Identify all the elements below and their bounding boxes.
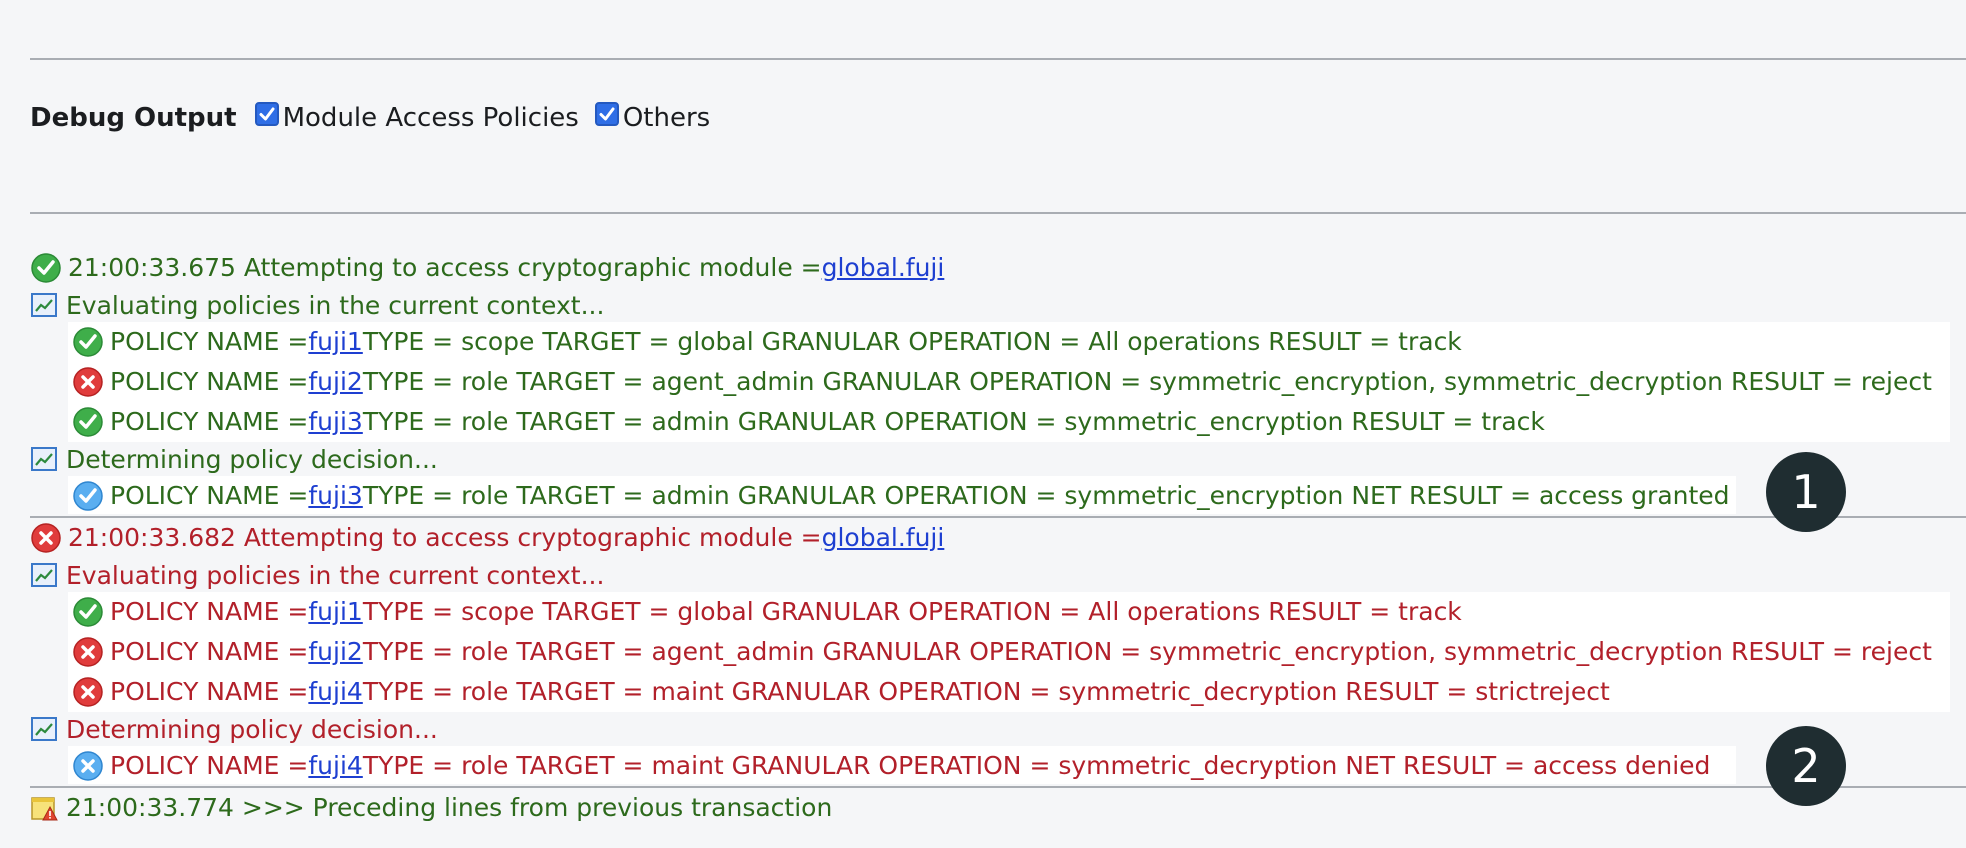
check-circle-icon: [73, 327, 103, 357]
decision-row-background: [68, 746, 1736, 784]
x-circle-icon: [73, 367, 103, 397]
policy-name-link[interactable]: fuji2: [308, 366, 363, 396]
policy-details: TYPE = scope TARGET = global GRANULAR OP…: [362, 596, 1462, 626]
policy-rows-background: [68, 322, 1950, 442]
transaction-header: 21:00:33.675 Attempting to access crypto…: [30, 248, 944, 286]
x-circle-icon: [31, 523, 61, 553]
note-alert-icon: [31, 797, 58, 821]
determining-text: Determining policy decision...: [66, 444, 438, 474]
top-divider: [30, 58, 1966, 60]
policy-name-link[interactable]: fuji1: [308, 326, 363, 356]
transaction-divider: [30, 786, 1966, 788]
others-checkbox[interactable]: Others: [594, 102, 711, 133]
policy-prefix: POLICY NAME =: [110, 636, 309, 666]
transaction-time-text: 21:00:33.682 Attempting to access crypto…: [68, 522, 822, 552]
callout-badge: 1: [1766, 452, 1846, 532]
decision-details: TYPE = role TARGET = maint GRANULAR OPER…: [362, 750, 1711, 780]
previous-transaction-text: 21:00:33.774 >>> Preceding lines from pr…: [66, 792, 833, 822]
filter-divider: [30, 212, 1966, 214]
x-circle-blue-icon: [73, 751, 103, 781]
chart-icon: [31, 447, 57, 471]
debug-filter-bar: Debug Output Module Access Policies Othe…: [30, 98, 726, 138]
checkbox-checked-icon[interactable]: [254, 102, 279, 126]
check-circle-icon: [73, 597, 103, 627]
policy-prefix: POLICY NAME =: [110, 750, 309, 780]
policy-row: POLICY NAME = fuji1 TYPE = scope TARGET …: [72, 322, 1462, 360]
determining-line: Determining policy decision...: [30, 440, 438, 478]
policy-prefix: POLICY NAME =: [110, 406, 309, 436]
evaluating-line: Evaluating policies in the current conte…: [30, 556, 604, 594]
policy-prefix: POLICY NAME =: [110, 480, 309, 510]
policy-row: POLICY NAME = fuji3 TYPE = role TARGET =…: [72, 402, 1545, 440]
module-access-policies-checkbox[interactable]: Module Access Policies: [254, 102, 579, 133]
policy-name-link[interactable]: fuji4: [308, 676, 363, 706]
decision-details: TYPE = role TARGET = admin GRANULAR OPER…: [362, 480, 1730, 510]
policy-details: TYPE = role TARGET = agent_admin GRANULA…: [362, 636, 1932, 666]
x-circle-icon: [73, 677, 103, 707]
policy-prefix: POLICY NAME =: [110, 596, 309, 626]
policy-name-link[interactable]: fuji1: [308, 596, 363, 626]
others-label: Others: [622, 103, 711, 133]
evaluating-line: Evaluating policies in the current conte…: [30, 286, 604, 324]
decision-row: POLICY NAME = fuji3 TYPE = role TARGET =…: [72, 476, 1730, 514]
evaluating-text: Evaluating policies in the current conte…: [66, 290, 605, 320]
determining-line: Determining policy decision...: [30, 710, 438, 748]
chart-icon: [31, 717, 57, 741]
policy-prefix: POLICY NAME =: [110, 676, 309, 706]
module-link[interactable]: global.fuji: [821, 252, 945, 282]
policy-name-link[interactable]: fuji3: [308, 406, 363, 436]
policy-prefix: POLICY NAME =: [110, 326, 309, 356]
decision-row: POLICY NAME = fuji4 TYPE = role TARGET =…: [72, 746, 1710, 784]
policy-name-link[interactable]: fuji3: [308, 480, 363, 510]
policy-details: TYPE = scope TARGET = global GRANULAR OP…: [362, 326, 1462, 356]
check-circle-icon: [31, 253, 61, 283]
policy-details: TYPE = role TARGET = maint GRANULAR OPER…: [362, 676, 1610, 706]
policy-details: TYPE = role TARGET = agent_admin GRANULA…: [362, 366, 1932, 396]
chart-icon: [31, 293, 57, 317]
x-circle-icon: [73, 637, 103, 667]
check-circle-icon: [73, 407, 103, 437]
previous-transaction-line: 21:00:33.774 >>> Preceding lines from pr…: [30, 788, 832, 826]
policy-row: POLICY NAME = fuji1 TYPE = scope TARGET …: [72, 592, 1462, 630]
policy-rows-background: [68, 592, 1950, 712]
checkbox-checked-icon[interactable]: [594, 102, 619, 126]
policy-row: POLICY NAME = fuji2 TYPE = role TARGET =…: [72, 362, 1932, 400]
transaction-time-text: 21:00:33.675 Attempting to access crypto…: [68, 252, 822, 282]
determining-text: Determining policy decision...: [66, 714, 438, 744]
debug-output-title: Debug Output: [30, 103, 237, 133]
policy-name-link[interactable]: fuji4: [308, 750, 363, 780]
decision-row-background: [68, 476, 1736, 514]
policy-row: POLICY NAME = fuji2 TYPE = role TARGET =…: [72, 632, 1932, 670]
policy-details: TYPE = role TARGET = admin GRANULAR OPER…: [362, 406, 1545, 436]
callout-badge: 2: [1766, 726, 1846, 806]
chart-icon: [31, 563, 57, 587]
module-link[interactable]: global.fuji: [821, 522, 945, 552]
policy-name-link[interactable]: fuji2: [308, 636, 363, 666]
policy-prefix: POLICY NAME =: [110, 366, 309, 396]
transaction-header: 21:00:33.682 Attempting to access crypto…: [30, 518, 944, 556]
transaction-divider: [30, 516, 1966, 518]
policy-row: POLICY NAME = fuji4 TYPE = role TARGET =…: [72, 672, 1610, 710]
evaluating-text: Evaluating policies in the current conte…: [66, 560, 605, 590]
check-circle-blue-icon: [73, 481, 103, 511]
module-access-policies-label: Module Access Policies: [282, 103, 579, 133]
